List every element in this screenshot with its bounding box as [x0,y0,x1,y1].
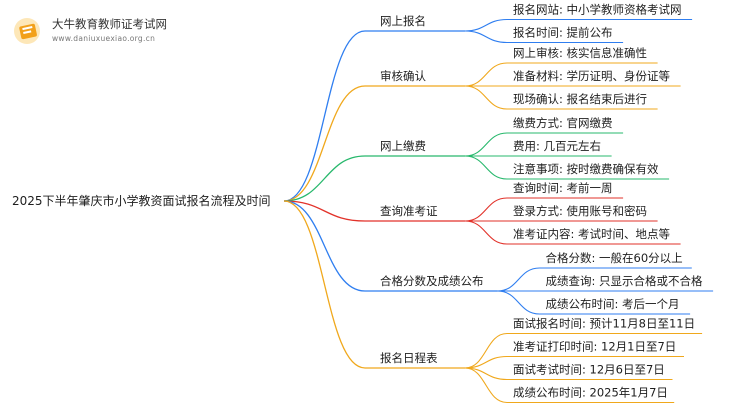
branch-link [283,30,366,202]
leaf-node-label: 注意事项: 按时缴费确保有效 [513,162,659,176]
leaf-link [464,332,508,369]
mindmap-nodes: 2025下半年肇庆市小学教资面试报名流程及时间 网上报名 报名网站: 中小学教师资格… [12,3,703,400]
leaf-node-label: 成绩公布时间: 2025年1月7日 [513,386,668,400]
leaf-node-label: 面试考试时间: 12月6日至7日 [513,363,665,377]
leaf-link [464,30,508,44]
leaf-node-label: 网上审核: 核实信息准确性 [513,46,647,60]
leaf-node-label: 准考证打印时间: 12月1日至7日 [513,340,676,354]
leaf-node-label: 缴费方式: 官网缴费 [513,116,613,130]
leaf-node-label: 报名时间: 提前公布 [513,26,613,40]
leaf-node-label: 登录方式: 使用账号和密码 [513,204,647,218]
leaf-link [464,18,508,32]
logo-title: 大牛教育教师证考试网 [52,17,167,31]
leaf-node-label: 成绩公布时间: 考后一个月 [546,297,680,311]
leaf-link [464,62,508,87]
leaf-node-label: 现场确认: 报名结束后进行 [513,92,647,106]
branch-link [283,200,366,369]
leaf-link [464,85,508,110]
leaf-link [497,267,540,292]
leaf-node-label: 合格分数: 一般在60分以上 [546,251,683,265]
logo-url: www.daniuxuexiao.org.cn [52,34,156,43]
leaf-link [497,290,540,315]
branch-node-label: 网上报名 [380,14,426,28]
leaf-link [464,197,508,222]
root-node-label: 2025下半年肇庆市小学教资面试报名流程及时间 [12,193,271,208]
site-logo[interactable]: 大牛教育教师证考试网 www.daniuxuexiao.org.cn [12,14,212,50]
leaf-node-label: 面试报名时间: 预计11月8日至11日 [513,317,695,331]
leaf-link [464,155,508,180]
branch-link [283,200,366,222]
leaf-node-label: 准考证内容: 考试时间、地点等 [513,227,670,241]
branch-node-label: 网上缴费 [380,139,426,153]
branch-node-label: 合格分数及成绩公布 [380,274,484,288]
leaf-node-label: 报名网站: 中小学教师资格考试网 [513,3,682,17]
book-logo-icon [14,18,40,44]
leaf-link [464,367,508,404]
branch-link [283,200,366,292]
leaf-node-label: 费用: 几百元左右 [513,139,601,153]
leaf-link [464,132,508,157]
leaf-node-label: 查询时间: 考前一周 [513,181,613,195]
leaf-node-label: 准备材料: 学历证明、身份证等 [513,69,670,83]
branch-link [283,155,366,202]
branch-node-label: 审核确认 [380,69,426,83]
leaf-link [464,220,508,245]
branch-node-label: 查询准考证 [380,204,438,218]
leaf-node-label: 成绩查询: 只显示合格或不合格 [546,274,704,288]
connector-links [283,18,714,404]
branch-link [283,85,366,202]
branch-node-label: 报名日程表 [380,351,438,365]
